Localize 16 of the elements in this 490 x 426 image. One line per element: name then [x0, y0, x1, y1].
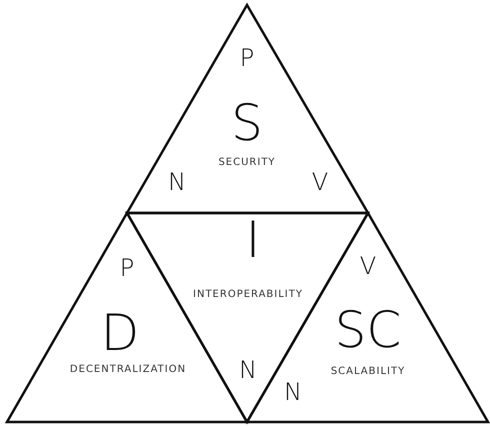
corner-letter: P — [240, 46, 254, 70]
section-label: DECENTRALIZATION — [70, 365, 186, 375]
section-label: SECURITY — [218, 158, 276, 168]
section-letter: D — [100, 308, 140, 358]
corner-letter: V — [360, 254, 376, 278]
corner-letter: P — [120, 256, 134, 280]
corner-letter: N — [168, 170, 186, 194]
corner-letter: N — [239, 358, 257, 382]
section-label: INTEROPERABILITY — [193, 290, 303, 300]
section-letter: SC — [334, 305, 402, 355]
section-letter: I — [246, 215, 260, 265]
corner-letter: V — [312, 170, 328, 194]
corner-letter: N — [284, 380, 302, 404]
section-letter: S — [231, 98, 263, 148]
section-label: SCALABILITY — [330, 367, 406, 377]
triangle-section — [127, 5, 368, 213]
